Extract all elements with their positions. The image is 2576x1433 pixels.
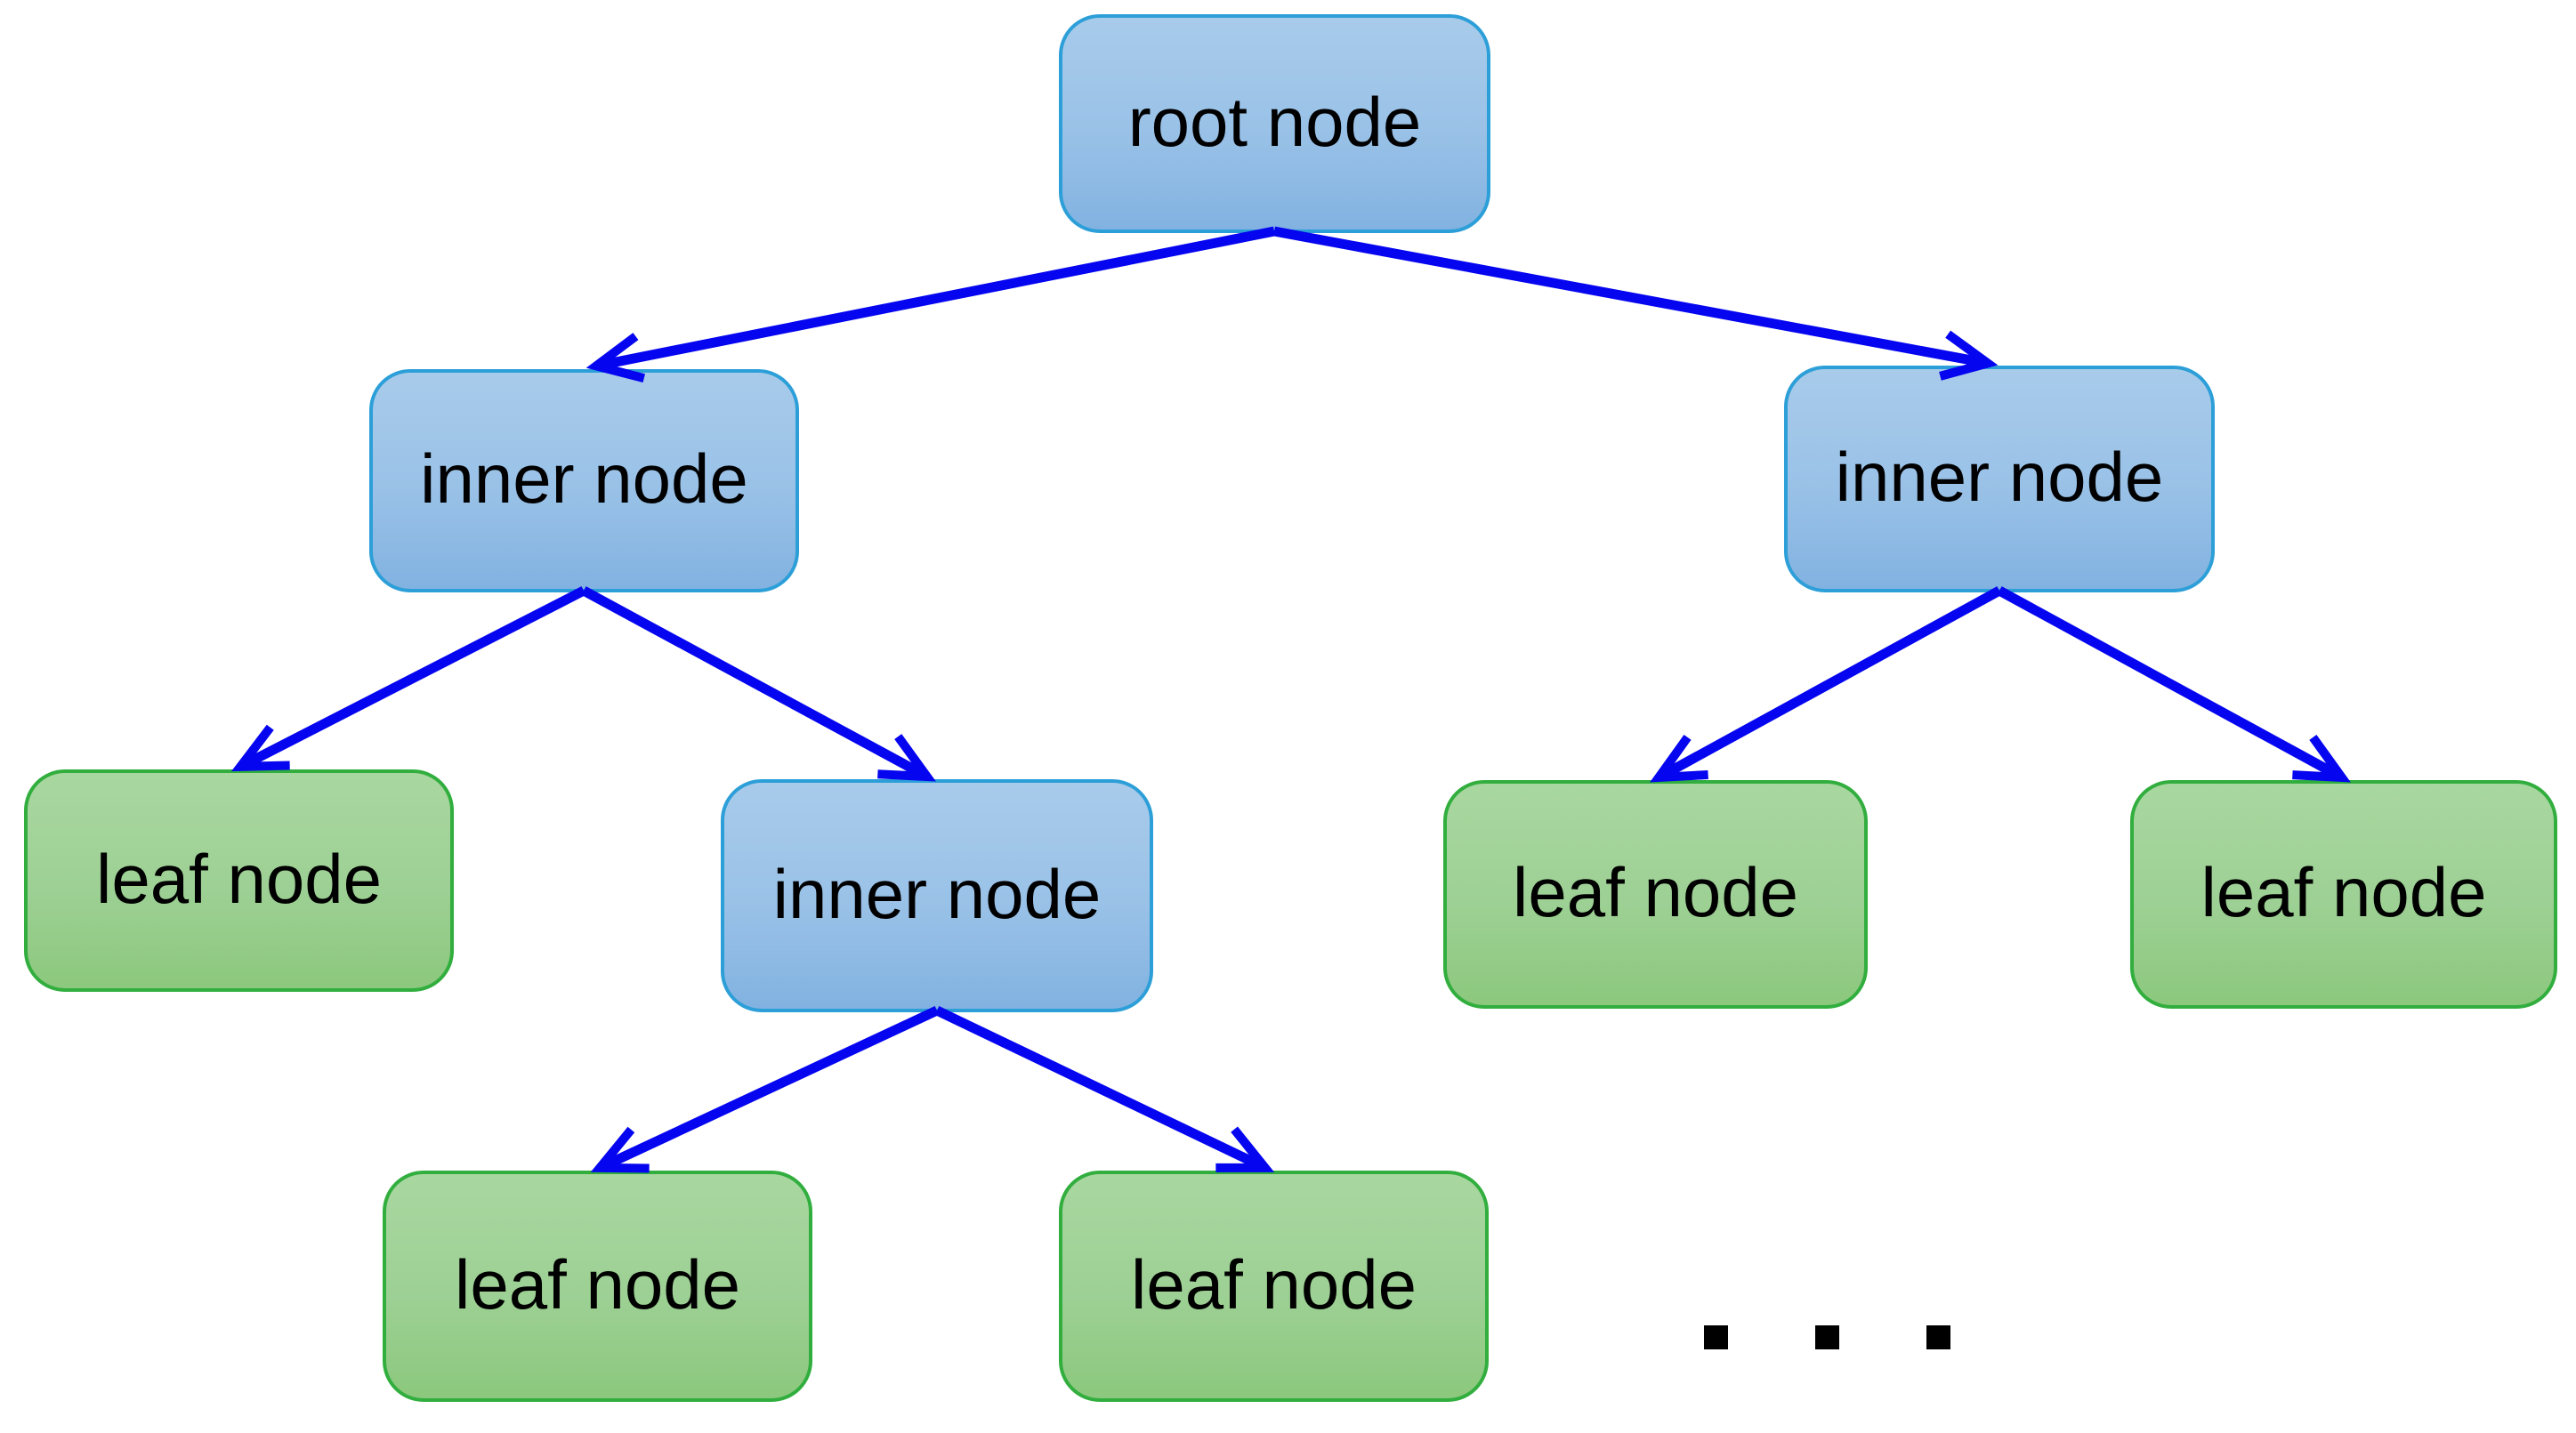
tree-node-leaf-bottom-left: leaf node (383, 1171, 812, 1402)
edge-root-to-inner-left (585, 226, 1276, 383)
node-label: leaf node (96, 839, 382, 918)
tree-node-leaf-bottom-mid: leaf node (1059, 1171, 1489, 1402)
ellipsis-dot (1704, 1325, 1728, 1349)
edge-inner-mid-to-leaf-bottom-left (590, 1006, 940, 1173)
edge-inner-left-to-leaf-far-left (230, 586, 586, 772)
node-label: leaf node (455, 1244, 740, 1324)
tree-node-inner-right: inner node (1784, 366, 2215, 592)
edge-inner-right-to-leaf-far-right (1997, 586, 2351, 783)
node-label: leaf node (1131, 1244, 1417, 1324)
edge-inner-mid-to-leaf-bottom-mid (934, 1006, 1275, 1172)
tree-node-inner-left: inner node (369, 369, 799, 592)
node-label: inner node (420, 439, 748, 518)
tree-node-root: root node (1059, 14, 1490, 233)
ellipsis (1704, 1325, 1950, 1349)
node-label: inner node (772, 854, 1102, 933)
edge-inner-left-to-inner-mid (581, 586, 936, 782)
node-label: inner node (1835, 438, 2164, 516)
edge-root-to-inner-right (1272, 226, 1999, 381)
node-label: leaf node (2201, 853, 2487, 931)
tree-node-leaf-mid-right: leaf node (1443, 780, 1868, 1009)
node-label: leaf node (1513, 853, 1798, 931)
ellipsis-dot (1815, 1325, 1839, 1349)
tree-node-inner-mid: inner node (721, 779, 1153, 1012)
tree-node-leaf-far-right: leaf node (2130, 780, 2557, 1009)
ellipsis-dot (1926, 1325, 1950, 1349)
node-label: root node (1127, 82, 1422, 161)
tree-node-leaf-far-left: leaf node (24, 769, 454, 992)
edge-inner-right-to-leaf-mid-right (1650, 586, 2002, 783)
